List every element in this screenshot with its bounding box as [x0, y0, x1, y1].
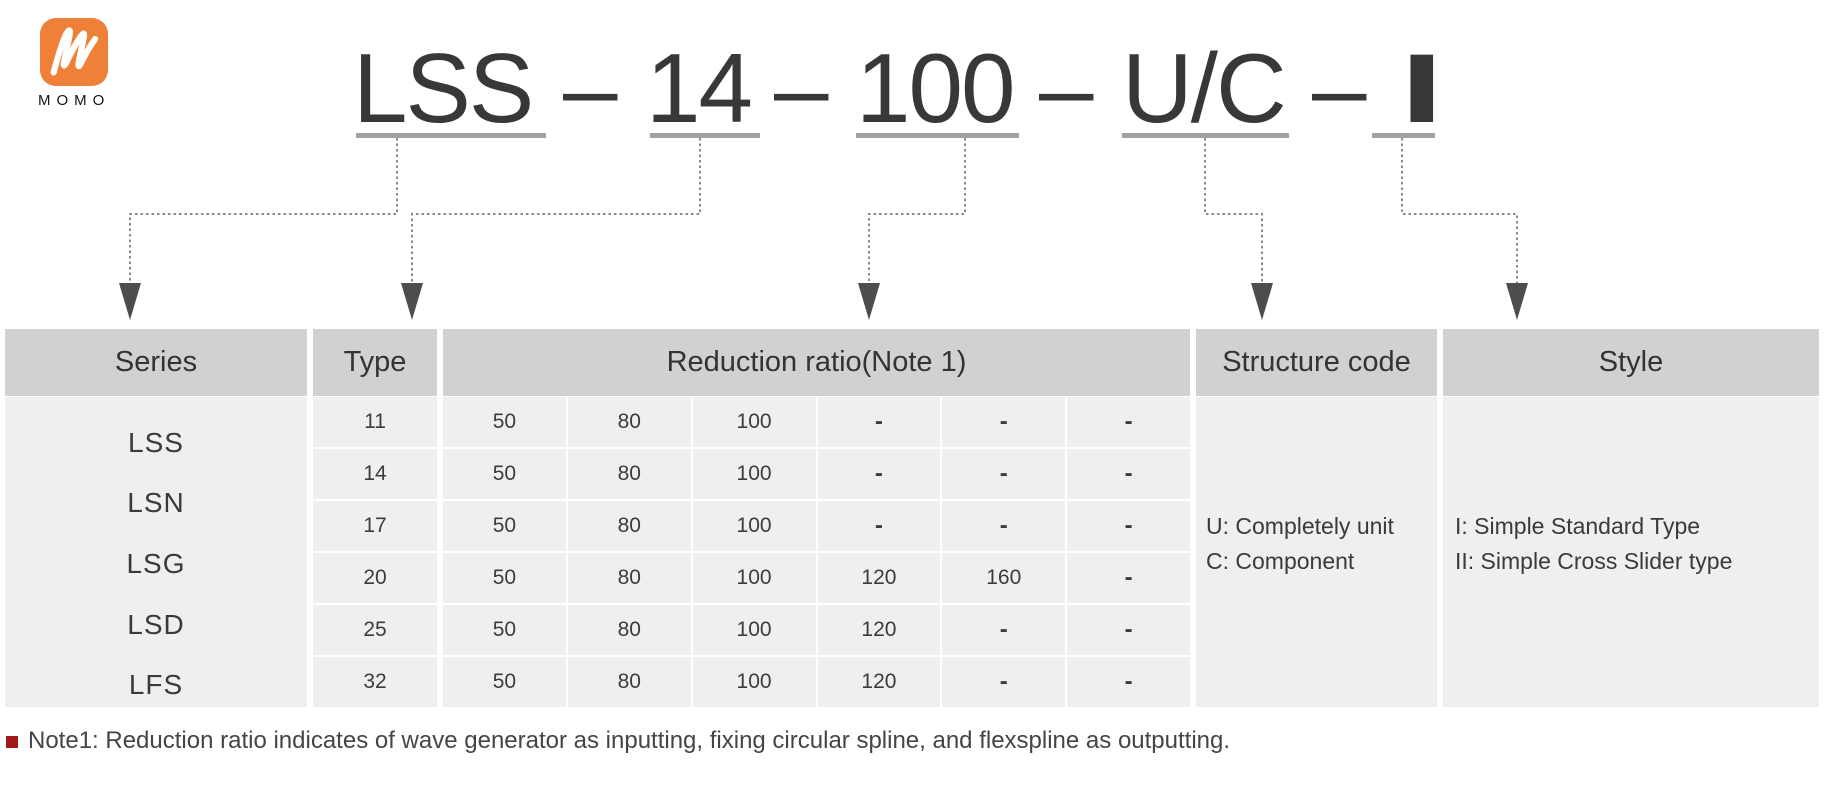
ratio-cell: 80	[567, 553, 691, 603]
ratio-cell: 80	[567, 501, 691, 551]
header-style: Style	[1443, 329, 1819, 396]
series-label: LSD	[127, 609, 185, 640]
ratio-cell: 50	[443, 449, 566, 499]
header-series: Series	[5, 329, 307, 396]
ratio-cell: 50	[443, 605, 566, 655]
ratio-cell: -	[942, 449, 1066, 499]
brand-m-icon	[50, 27, 99, 76]
model-segment-type: 14	[646, 33, 753, 143]
ratio-cell: 100	[692, 397, 816, 447]
ratio-cell: -	[1067, 449, 1190, 499]
ratio-cell: 100	[692, 449, 816, 499]
underline-bar	[1122, 133, 1289, 138]
ratio-grid: 50 80 100 - - - 50 80 100 - - - 50 80 10…	[443, 397, 1190, 707]
ratio-cell: 100	[692, 605, 816, 655]
ratio-cell: 120	[817, 553, 941, 603]
series-label: LSS	[128, 427, 184, 458]
ratio-cell: 50	[443, 397, 566, 447]
ratio-cell: 80	[567, 605, 691, 655]
ratio-cell: -	[942, 605, 1066, 655]
structure-code-line: U: Completely unit	[1206, 513, 1394, 539]
ratio-cell: -	[1067, 657, 1190, 707]
ratio-cell: -	[942, 397, 1066, 447]
style-cell: I: Simple Standard Type II: Simple Cross…	[1443, 397, 1819, 707]
type-cell: 20	[313, 553, 437, 603]
ratio-cell: 160	[942, 553, 1066, 603]
ratio-cell: -	[1067, 605, 1190, 655]
underline-bar	[650, 133, 760, 138]
ratio-cell: 100	[692, 553, 816, 603]
ratio-cell: 80	[567, 397, 691, 447]
ratio-cell: -	[817, 501, 941, 551]
model-separator: –	[774, 33, 828, 143]
ratio-cell: 120	[817, 605, 941, 655]
model-separator: –	[1312, 33, 1366, 143]
ratio-cell: -	[942, 657, 1066, 707]
underline-bar	[1372, 133, 1435, 138]
ratio-cell: -	[942, 501, 1066, 551]
ratio-cell: -	[817, 397, 941, 447]
ratio-cell: 80	[567, 449, 691, 499]
style-line: II: Simple Cross Slider type	[1455, 548, 1733, 574]
model-segment-structure: U/C	[1122, 33, 1287, 143]
series-label: LSN	[127, 487, 185, 518]
ratio-cell: 50	[443, 501, 566, 551]
underline-bar	[356, 133, 546, 138]
ratio-cell: 50	[443, 657, 566, 707]
ratio-cell: 80	[567, 657, 691, 707]
type-cell: 14	[313, 449, 437, 499]
footnote: Note1: Reduction ratio indicates of wave…	[28, 727, 1231, 754]
ratio-cell: 50	[443, 553, 566, 603]
series-label: LFS	[128, 669, 184, 700]
connector-lines	[119, 138, 1528, 320]
model-segment-style: I	[1400, 33, 1444, 143]
series-label: LSG	[126, 548, 186, 579]
ratio-cell: 100	[692, 501, 816, 551]
ratio-cell: 120	[817, 657, 941, 707]
header-ratio: Reduction ratio(Note 1)	[443, 329, 1190, 396]
series-column: LSS LSN LSG LSD LFS	[5, 397, 307, 707]
structure-code-line: C: Component	[1206, 548, 1355, 574]
type-cell: 25	[313, 605, 437, 655]
header-type: Type	[313, 329, 437, 396]
underline-bar	[856, 133, 1019, 138]
style-line: I: Simple Standard Type	[1455, 513, 1701, 539]
ratio-cell: -	[1067, 397, 1190, 447]
type-cell: 11	[313, 397, 437, 447]
type-cell: 17	[313, 501, 437, 551]
model-separator: –	[563, 33, 617, 143]
structure-code-cell: U: Completely unit C: Component	[1196, 397, 1437, 707]
type-cell: 32	[313, 657, 437, 707]
ratio-cell: -	[1067, 501, 1190, 551]
header-structure: Structure code	[1196, 329, 1437, 396]
arrow-down-icon	[119, 283, 1528, 320]
model-separator: –	[1039, 33, 1093, 143]
type-column: 11 14 17 20 25 32	[313, 397, 437, 707]
ratio-cell: -	[1067, 553, 1190, 603]
ratio-cell: 100	[692, 657, 816, 707]
model-segment-series: LSS	[353, 33, 534, 143]
model-segment-ratio: 100	[856, 33, 1016, 143]
ratio-cell: -	[817, 449, 941, 499]
brand-name: MOMO	[38, 92, 111, 109]
brand-logo	[40, 18, 108, 86]
note-bullet-icon	[6, 736, 18, 748]
